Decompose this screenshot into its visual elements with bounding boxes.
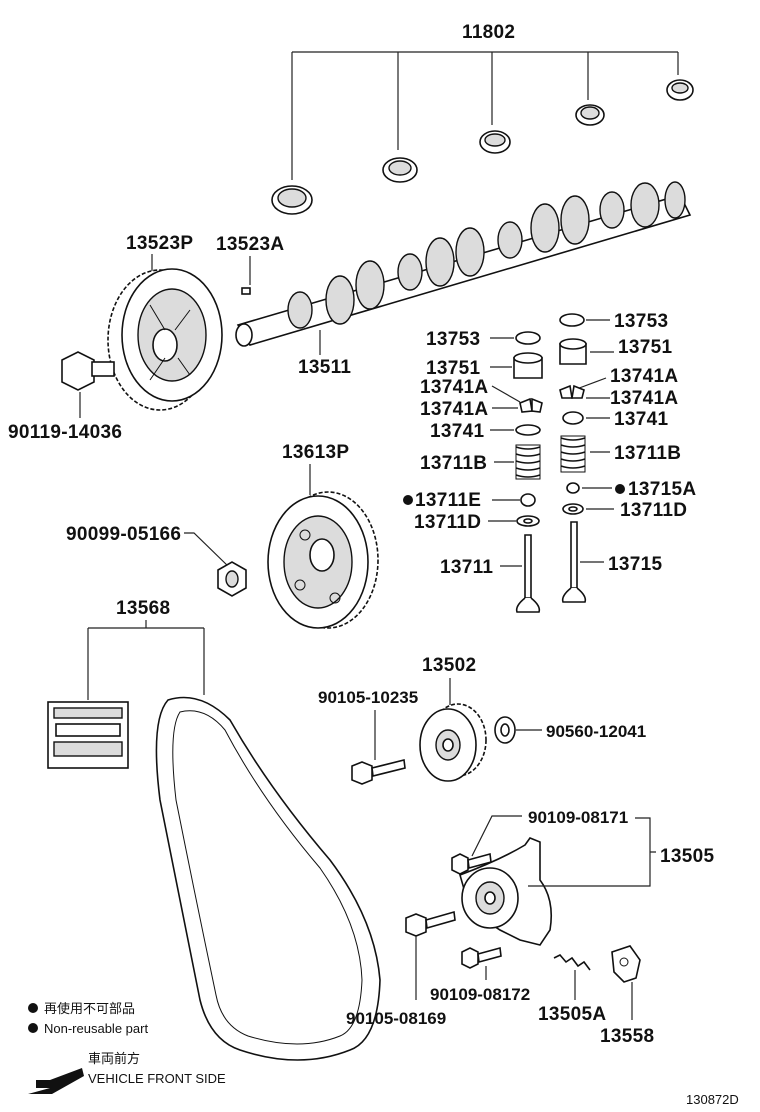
label-13511: 13511	[298, 357, 351, 378]
key-13523A: 13523A	[216, 234, 284, 295]
legend-dot-jp	[28, 1003, 38, 1013]
bearing-5	[666, 79, 694, 101]
front-arrow-icon	[28, 1068, 84, 1094]
bearing-4	[575, 104, 605, 126]
label-13741A-left-1: 13741A	[420, 377, 488, 398]
legend-dot-en	[28, 1023, 38, 1033]
label-90105-08169: 90105-08169	[346, 1009, 446, 1028]
nut-90099-05166: 90099-05166	[66, 524, 247, 597]
label-13505A: 13505A	[538, 1004, 606, 1025]
non-reusable-marker-13711E	[403, 495, 413, 505]
label-13753-left: 13753	[426, 329, 480, 350]
label-13711: 13711	[440, 557, 493, 578]
tensioner-13505: 90109-08171 13505 90105-08169 90109-0817…	[346, 808, 714, 1028]
label-13711B-left: 13711B	[420, 453, 487, 474]
bearing-1	[271, 185, 313, 215]
legend: 再使用不可部品 Non-reusable part	[28, 1001, 148, 1036]
label-13568: 13568	[116, 598, 170, 619]
label-13741-left: 13741	[430, 421, 484, 442]
valve-train-intake: 13753 13751 13741A 13741A 13741 13711B 1…	[403, 329, 543, 613]
label-13505: 13505	[660, 846, 714, 867]
bearing-group-11802: 11802	[271, 22, 694, 215]
label-90105-10235: 90105-10235	[318, 688, 418, 707]
valve-train-exhaust: 13753 13751 13741A 13741A 13741 13711B 1…	[559, 311, 696, 603]
label-13715A: 13715A	[628, 479, 696, 500]
label-13711D-left: 13711D	[414, 512, 481, 533]
direction-en: VEHICLE FRONT SIDE	[88, 1071, 226, 1086]
non-reusable-marker-13715A	[615, 484, 625, 494]
bearing-3	[479, 130, 511, 154]
label-13753-right: 13753	[614, 311, 668, 332]
figure-id: 130872D	[686, 1092, 739, 1107]
spring-13505A: 13505A	[538, 954, 606, 1025]
label-13711D-right: 13711D	[620, 500, 687, 521]
label-90560-12041: 90560-12041	[546, 722, 646, 741]
label-13711E: 13711E	[415, 490, 481, 511]
bearing-2	[382, 157, 418, 183]
label-13711B-right: 13711B	[614, 443, 681, 464]
idler-pulley-13502: 13502	[419, 655, 487, 782]
label-90109-08172: 90109-08172	[430, 985, 530, 1004]
timing-belt-13568: 13568	[47, 598, 381, 1061]
legend-en: Non-reusable part	[44, 1021, 148, 1036]
label-13715: 13715	[608, 554, 662, 575]
label-13523A: 13523A	[216, 234, 284, 255]
camshaft-13511: 13511	[235, 181, 692, 378]
front-direction: 車両前方 VEHICLE FRONT SIDE	[28, 1051, 226, 1094]
bolt-90119-14036: 90119-14036	[8, 351, 122, 443]
bracket-13558: 13558	[600, 945, 654, 1047]
label-90099-05166: 90099-05166	[66, 524, 181, 545]
label-13741A-right-2: 13741A	[610, 388, 678, 409]
legend-jp: 再使用不可部品	[44, 1001, 135, 1016]
label-13502: 13502	[422, 655, 476, 676]
direction-jp: 車両前方	[88, 1051, 140, 1066]
label-13613P: 13613P	[282, 442, 349, 463]
label-13751-left: 13751	[426, 358, 480, 379]
label-90119-14036: 90119-14036	[8, 422, 122, 443]
label-90109-08171: 90109-08171	[528, 808, 628, 827]
label-13741A-left-2: 13741A	[420, 399, 488, 420]
pulley-13613P: 13613P	[267, 442, 379, 629]
label-13741A-right-1: 13741A	[610, 366, 678, 387]
bolt-90105-10235: 90105-10235	[318, 688, 418, 785]
label-13558: 13558	[600, 1026, 654, 1047]
label-13751-right: 13751	[618, 337, 672, 358]
washer-90560-12041: 90560-12041	[494, 716, 646, 744]
label-11802: 11802	[462, 22, 515, 43]
camshaft-pulley-13523P: 13523P	[107, 233, 223, 411]
label-13741-right: 13741	[614, 409, 668, 430]
belt-label-tag	[47, 701, 129, 769]
label-13523P: 13523P	[126, 233, 193, 254]
